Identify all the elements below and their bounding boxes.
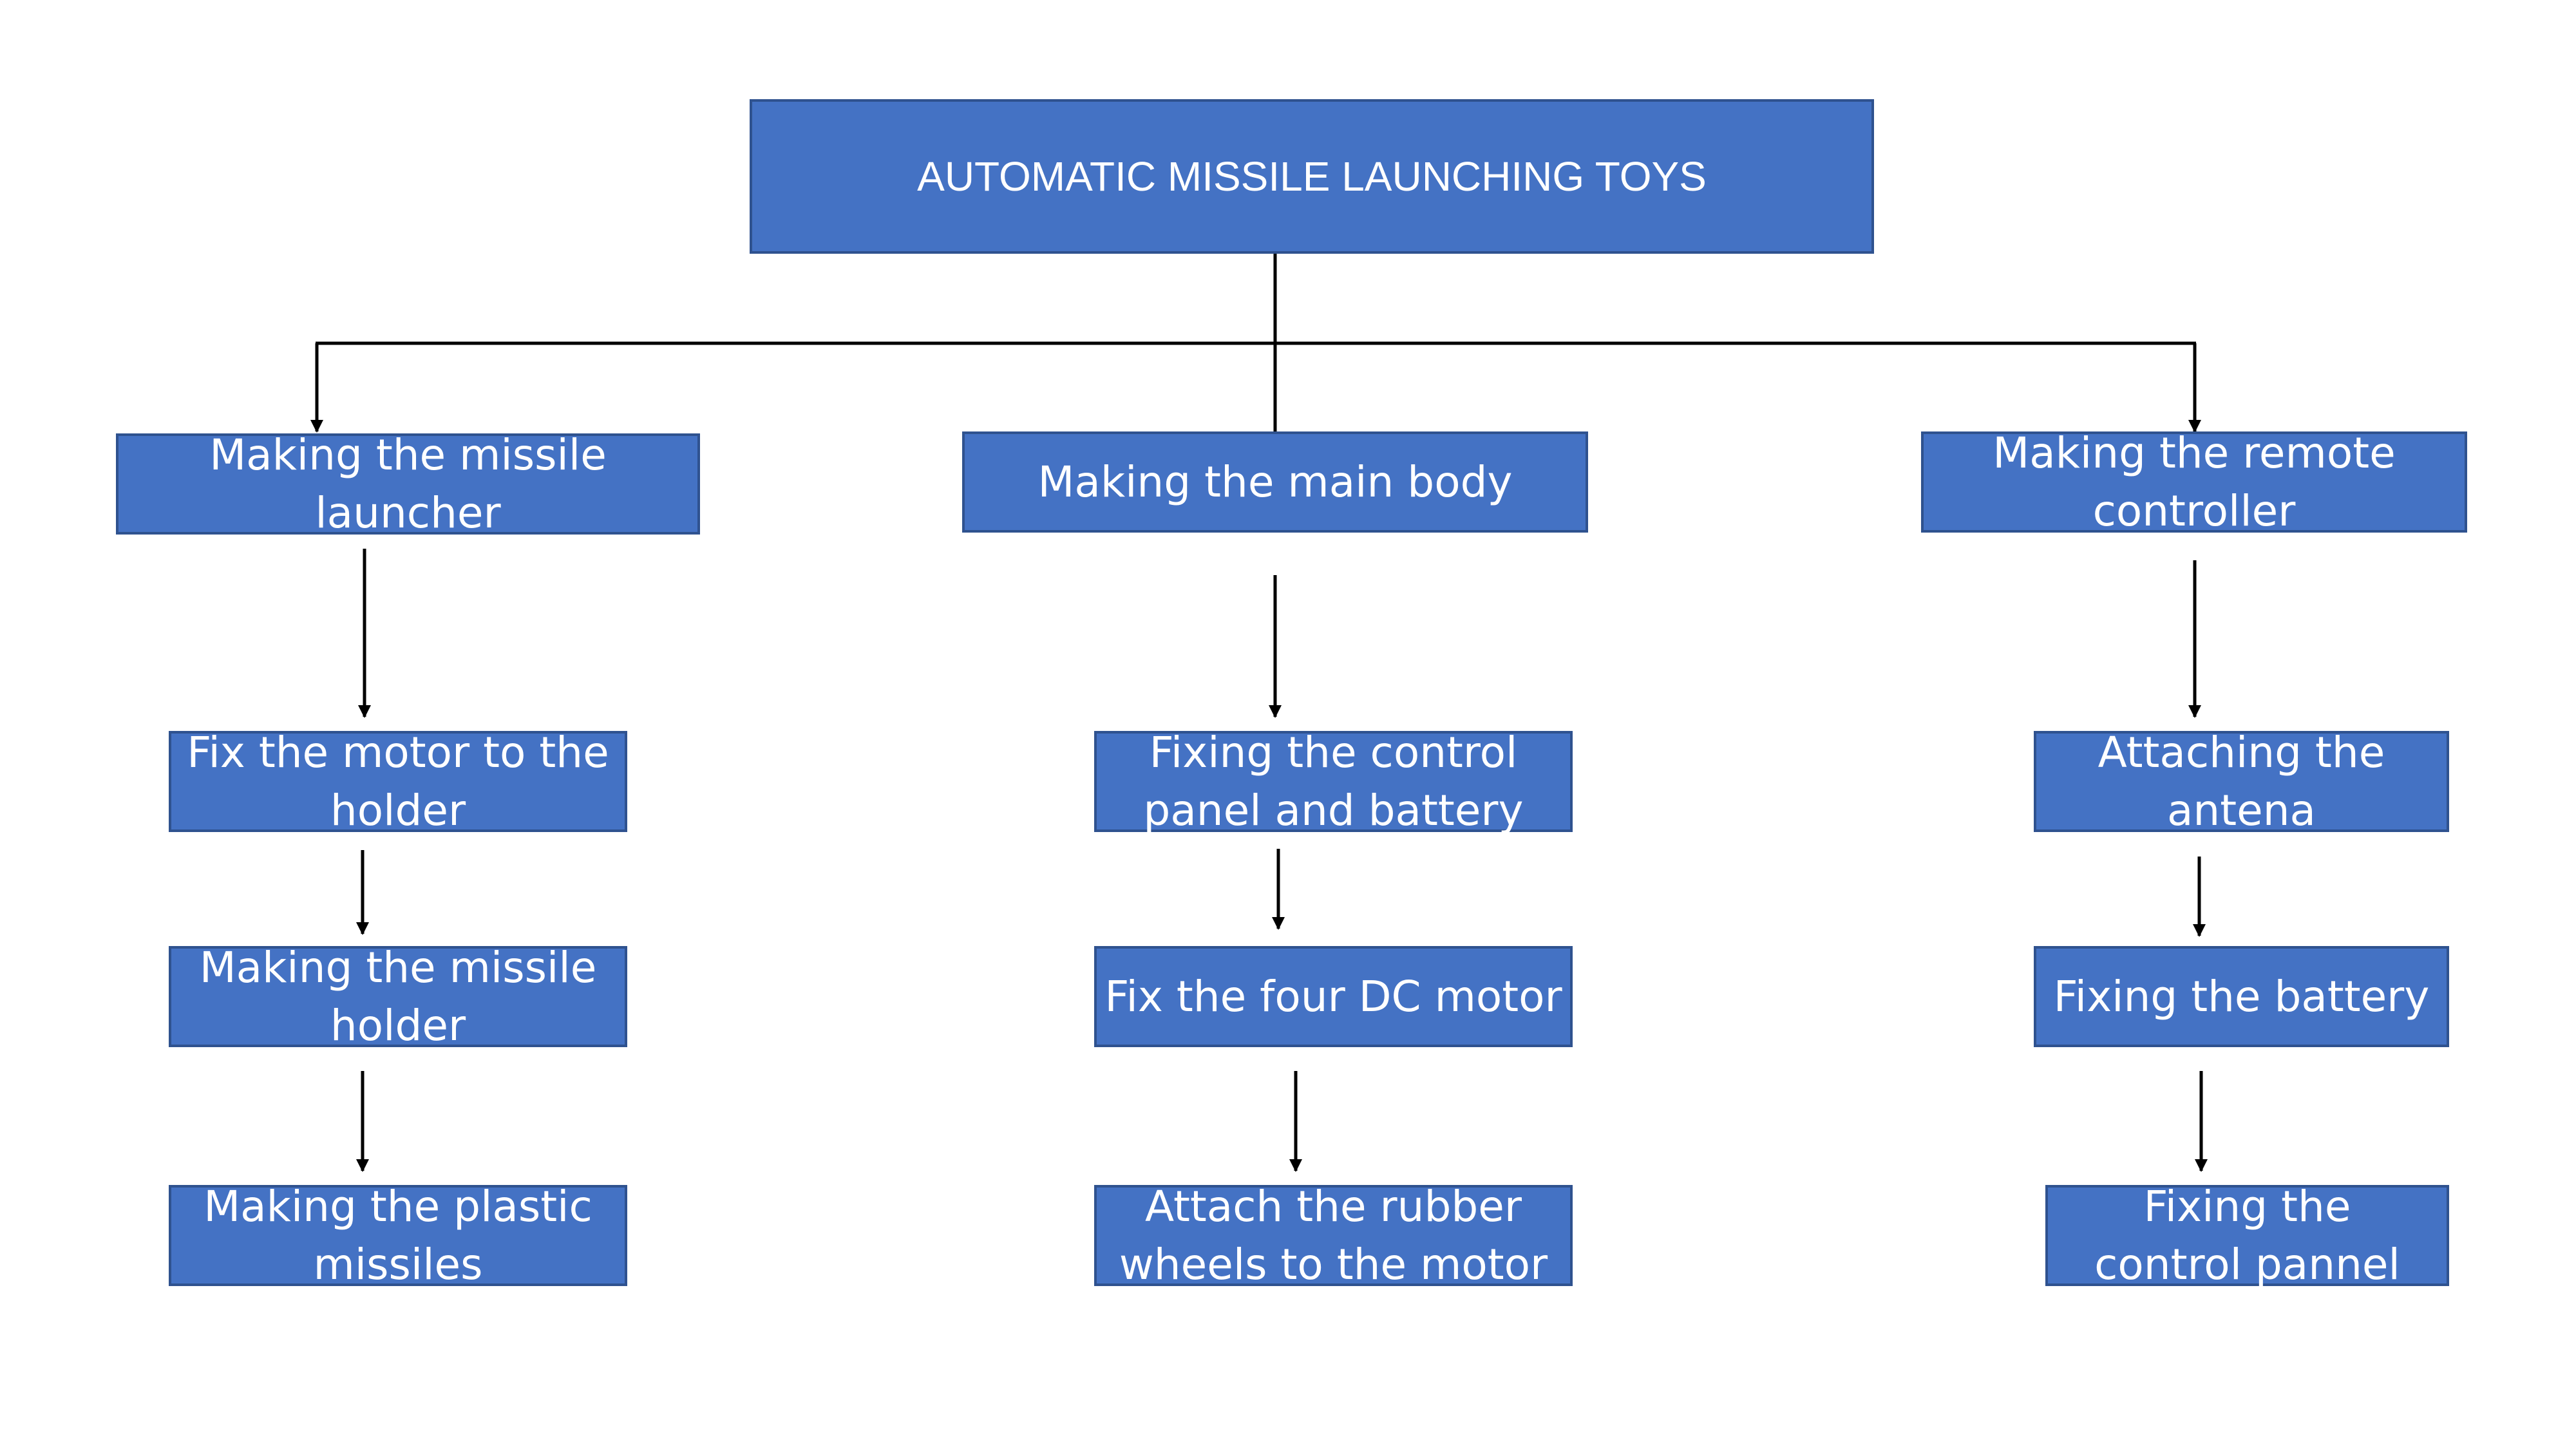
diagram-title: AUTOMATIC MISSILE LAUNCHING TOYS	[917, 153, 1707, 200]
branch-label: Making the main body	[1037, 457, 1513, 507]
step-label: Fix the motor to the holder	[187, 727, 609, 835]
step-label: Making the missile holder	[199, 942, 597, 1050]
step-box-fixing-battery: Fixing the battery	[2034, 946, 2449, 1047]
diagram-title-box: AUTOMATIC MISSILE LAUNCHING TOYS	[750, 99, 1874, 254]
step-box-control-panel-battery: Fixing the control panel and battery	[1094, 728, 1573, 835]
branch-box-remote-controller: Making the remote controller	[1921, 428, 2467, 536]
step-box-rubber-wheels: Attach the rubber wheels to the motor	[1094, 1182, 1573, 1289]
step-label: Attaching the antena	[2098, 727, 2385, 835]
step-box-fixing-control-pannel: Fixing the control pannel	[2045, 1182, 2449, 1289]
step-label: Fixing the control panel and battery	[1143, 727, 1524, 835]
step-label: Making the plastic missiles	[204, 1181, 592, 1289]
step-box-four-dc-motor: Fix the four DC motor	[1094, 946, 1573, 1047]
step-box-missile-holder: Making the missile holder	[169, 943, 627, 1050]
branch-label: Making the remote controller	[1993, 428, 2396, 536]
step-label: Attach the rubber wheels to the motor	[1119, 1181, 1548, 1289]
branch-box-main-body: Making the main body	[962, 431, 1588, 533]
step-label: Fixing the control pannel	[2094, 1181, 2400, 1289]
step-box-fix-motor-holder: Fix the motor to the holder	[169, 728, 627, 835]
step-label: Fix the four DC motor	[1104, 971, 1562, 1021]
step-label: Fixing the battery	[2053, 971, 2430, 1021]
branch-label: Making the missile launcher	[209, 430, 607, 538]
step-box-plastic-missiles: Making the plastic missiles	[169, 1182, 627, 1289]
step-box-attaching-antena: Attaching the antena	[2034, 728, 2449, 835]
branch-box-missile-launcher: Making the missile launcher	[116, 430, 700, 538]
